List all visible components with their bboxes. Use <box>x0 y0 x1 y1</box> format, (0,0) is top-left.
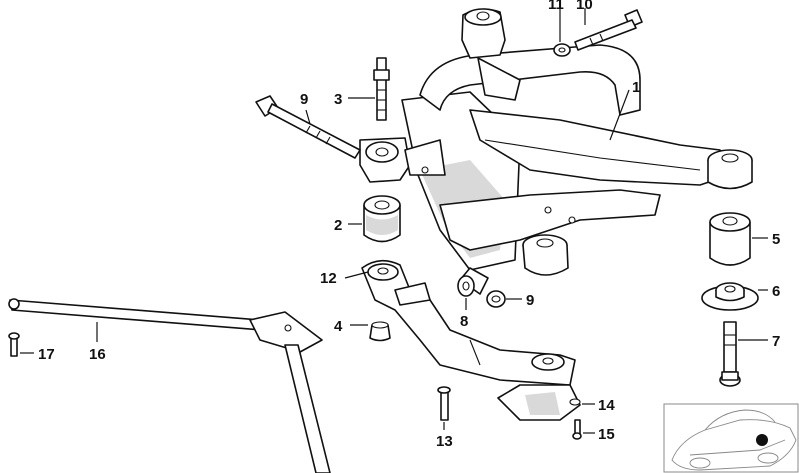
callout-17: 17 <box>38 346 55 363</box>
washer-lower <box>486 290 506 308</box>
support-washer <box>701 282 759 311</box>
leader-lines <box>20 8 768 434</box>
callout-2: 2 <box>334 217 342 234</box>
lower-bracket <box>497 384 581 421</box>
stud-bolt <box>373 57 390 121</box>
callout-15: 15 <box>598 426 615 443</box>
vehicle-location-thumbnail <box>663 403 799 473</box>
callout-1: 1 <box>632 79 640 96</box>
callout-5: 5 <box>772 231 780 248</box>
mounting-bolt-right <box>719 321 741 387</box>
callout-9-lower: 9 <box>526 292 534 309</box>
callout-9-upper: 9 <box>300 91 308 108</box>
callout-14: 14 <box>598 397 615 414</box>
callout-16: 16 <box>89 346 106 363</box>
bolt-13 <box>437 386 451 421</box>
cap-nut <box>369 321 391 342</box>
callout-6: 6 <box>772 283 780 300</box>
callout-12: 12 <box>320 270 337 287</box>
bolt-17 <box>8 332 20 357</box>
rear-axle-carrier <box>359 8 753 276</box>
screw-15 <box>572 419 582 440</box>
cross-strut <box>361 259 576 386</box>
stabilizer-brace <box>8 298 331 473</box>
callout-7: 7 <box>772 333 780 350</box>
callout-4: 4 <box>334 318 343 335</box>
callout-11: 11 <box>548 0 564 13</box>
bolt-and-washer <box>553 9 643 57</box>
bushing-sleeve <box>457 267 489 297</box>
callout-3: 3 <box>334 91 342 108</box>
long-hex-bolt <box>255 95 361 159</box>
callout-13: 13 <box>436 433 453 450</box>
rubber-mount-left <box>363 195 401 243</box>
callout-10: 10 <box>576 0 593 13</box>
rubber-mount-right <box>709 212 751 266</box>
car-outline-icon <box>671 419 797 471</box>
thumbnail-frame <box>663 403 799 473</box>
location-marker-icon <box>756 434 768 446</box>
callout-8: 8 <box>460 313 468 330</box>
callout-numbers: 1 2 3 4 5 6 7 8 9 9 10 11 12 13 14 15 16… <box>38 0 780 450</box>
